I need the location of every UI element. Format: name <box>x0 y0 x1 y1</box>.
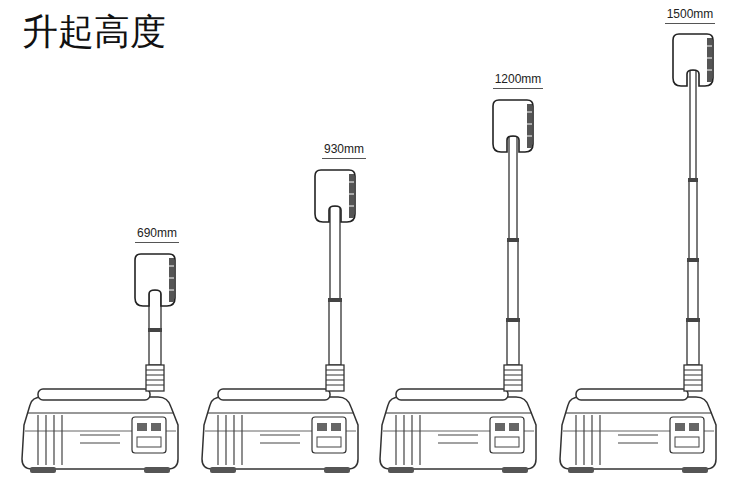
lamp-head <box>493 100 533 152</box>
equipment-case <box>560 389 716 473</box>
mast-segment <box>688 260 698 320</box>
height-dimension: 1500mm <box>665 7 716 24</box>
pole-collar <box>504 365 522 391</box>
mast-joint <box>688 178 698 182</box>
lamp-head <box>673 34 713 86</box>
height-dimension: 690mm <box>135 226 179 243</box>
equipment-case <box>22 389 178 473</box>
diagram-title: 升起高度 <box>22 10 166 53</box>
equipment-case <box>202 389 358 473</box>
mast-segment <box>689 180 697 260</box>
mast-segment <box>508 240 518 320</box>
mast-joint <box>506 318 520 322</box>
lamp-head <box>135 254 175 306</box>
pole-collar <box>146 365 164 391</box>
mast-segment <box>509 136 517 240</box>
lamp-head <box>315 170 355 222</box>
mast-segment <box>330 206 340 300</box>
mast-segment <box>687 320 699 365</box>
height-dimension: 1200mm <box>493 72 544 89</box>
mast-segment <box>690 70 696 180</box>
mast-joint <box>328 298 342 302</box>
mast-joint <box>148 328 162 332</box>
mast-segment <box>329 300 341 365</box>
equipment-case <box>380 389 536 473</box>
mast-joint <box>686 318 700 322</box>
height-dimension: 930mm <box>322 142 366 159</box>
pole-collar <box>326 365 344 391</box>
mast-joint <box>687 258 699 262</box>
mast-segment <box>507 320 519 365</box>
mast-segment <box>149 290 161 365</box>
mast-joint <box>507 238 519 242</box>
pole-collar <box>684 365 702 391</box>
